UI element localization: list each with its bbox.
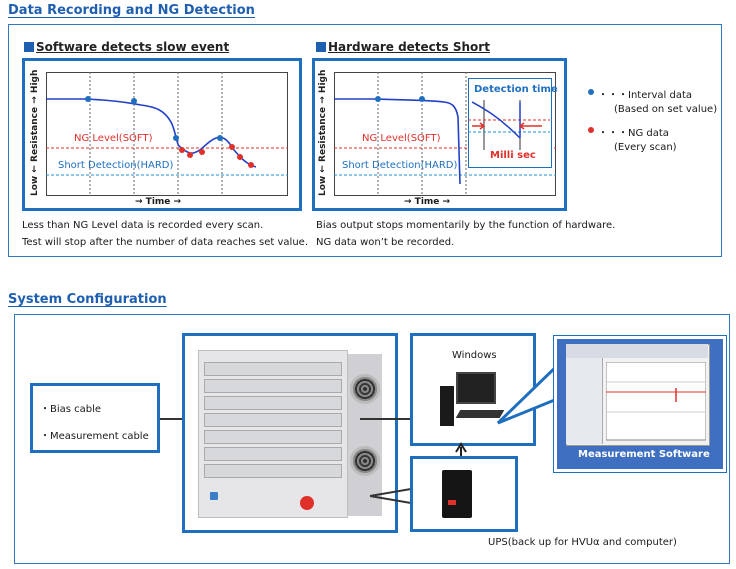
hardware-x-axis-label: → Time → <box>404 197 451 207</box>
hardware-resistance-curve <box>334 98 461 185</box>
ng-legend-sub: (Every scan) <box>614 142 677 153</box>
section-title-data-recording: Data Recording and NG Detection <box>8 3 255 18</box>
interval-data-point <box>419 96 425 102</box>
module-slot <box>204 464 342 478</box>
hardware-y-high-text: High <box>318 69 328 94</box>
detection-time-label: Detection time <box>474 84 558 95</box>
interval-data-point <box>131 98 137 104</box>
bias-cable-label: ・Bias cable <box>40 404 102 415</box>
module-slot <box>204 447 342 461</box>
interval-data-point <box>85 96 91 102</box>
software-y-label-text: Low ← Resistance → <box>30 96 40 196</box>
software-y-axis-label: Low ← Resistance → High <box>30 70 40 196</box>
hardware-short-detection-label: Short Detection(HARD) <box>342 160 458 171</box>
software-x-axis-label: → Time → <box>135 197 182 207</box>
software-trace-chart <box>606 362 706 441</box>
interval-legend-dot <box>588 89 594 95</box>
module-slot <box>204 413 342 427</box>
system-configuration-frame <box>14 314 730 564</box>
software-toolbar <box>566 344 708 358</box>
ng-data-point <box>187 152 193 158</box>
milli-sec-label: Milli sec <box>490 150 536 161</box>
ng-legend-dot <box>588 127 594 133</box>
measurement-cable-label: ・Measurement cable <box>40 431 149 442</box>
square-bullet-icon <box>316 42 326 52</box>
software-sidebar <box>566 358 603 444</box>
interval-data-point <box>173 135 179 141</box>
detection-time-inset <box>468 78 552 168</box>
hardware-chart <box>334 72 556 196</box>
fan-icon <box>350 446 380 476</box>
detection-time-graphic <box>468 100 550 150</box>
ng-data-point <box>237 154 243 160</box>
measurement-software-label: Measurement Software <box>578 449 710 460</box>
interval-data-point <box>217 135 223 141</box>
inset-curve <box>471 101 521 139</box>
power-switch-icon <box>210 492 218 500</box>
module-slot <box>204 430 342 444</box>
interval-data-point <box>375 96 381 102</box>
cable-line <box>360 418 410 420</box>
windows-label: Windows <box>452 350 497 361</box>
module-slot <box>204 396 342 410</box>
ng-legend-label: ・・・NG data <box>598 128 669 139</box>
monitor-icon <box>456 372 496 404</box>
hardware-heading-text: Hardware detects Short <box>328 40 490 54</box>
hardware-note-1: Bias output stops momentarily by the fun… <box>316 220 616 231</box>
ng-data-point <box>179 147 185 153</box>
arrow-left-icon <box>518 122 542 130</box>
module-slot <box>204 379 342 393</box>
pc-tower-icon <box>440 386 454 426</box>
software-ng-level-label: NG Level(SOFT) <box>74 133 153 144</box>
hardware-heading: Hardware detects Short <box>316 40 490 54</box>
software-chart <box>46 72 288 196</box>
hardware-y-label-text: Low ← Resistance → <box>318 96 328 196</box>
software-note-2: Test will stop after the number of data … <box>22 237 308 248</box>
software-y-high-text: High <box>30 69 40 94</box>
hardware-y-axis-label: Low ← Resistance → High <box>318 70 328 196</box>
fan-icon <box>350 374 380 404</box>
software-short-detection-label: Short Detection(HARD) <box>58 160 174 171</box>
software-heading: Software detects slow event <box>24 40 229 54</box>
interval-legend-sub: (Based on set value) <box>614 104 718 115</box>
software-heading-text: Software detects slow event <box>36 40 230 54</box>
data-recording-frame <box>8 24 722 257</box>
ups-icon <box>442 470 472 518</box>
hardware-ng-level-label: NG Level(SOFT) <box>362 133 441 144</box>
ng-data-point <box>199 149 205 155</box>
ups-label: UPS(back up for HVUα and computer) <box>488 537 677 548</box>
hardware-note-2: NG data won’t be recorded. <box>316 237 455 248</box>
arrow-right-icon <box>472 122 486 130</box>
module-slot <box>204 362 342 376</box>
emergency-button-icon <box>300 496 314 510</box>
ng-data-point <box>248 162 254 168</box>
cable-callout-box <box>30 383 160 453</box>
ng-data-point <box>229 144 235 150</box>
square-bullet-icon <box>24 42 34 52</box>
interval-legend-label: ・・・Interval data <box>598 90 692 101</box>
software-note-1: Less than NG Level data is recorded ever… <box>22 220 264 231</box>
section-title-system-configuration: System Configuration <box>8 292 167 307</box>
cable-line <box>160 418 182 420</box>
ups-indicator-icon <box>448 500 456 505</box>
